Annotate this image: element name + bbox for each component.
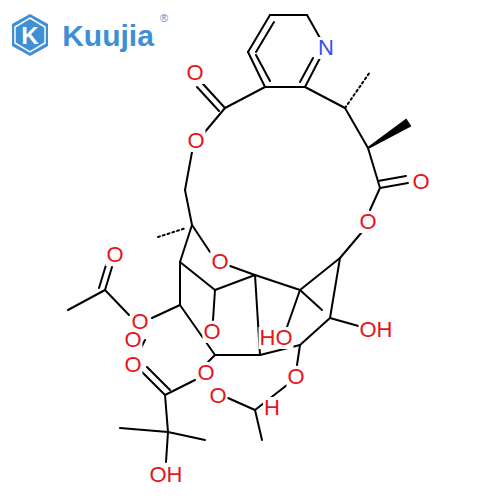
logo-ring: [15, 18, 45, 52]
atom-label: OH: [149, 464, 184, 486]
registered-mark: ®: [159, 13, 169, 24]
atom-label: O: [105, 244, 124, 266]
atom-label: O: [196, 362, 215, 384]
atom-label: O: [123, 329, 142, 351]
bonds: [68, 15, 410, 462]
atom-label: N: [317, 37, 335, 59]
atom-label: OH: [359, 319, 394, 341]
atom-label: O: [185, 62, 204, 84]
atom-label: O: [186, 130, 205, 152]
atom-label: HO: [259, 327, 294, 349]
atom-label: O: [210, 251, 229, 273]
watermark: Kuujia: [61, 21, 155, 51]
atom-label: O: [286, 366, 305, 388]
atom-label: O: [358, 211, 377, 233]
logo-letter: K: [20, 24, 39, 48]
atom-label: O: [411, 171, 430, 193]
atom-label: O: [208, 385, 227, 407]
atom-label: O: [123, 354, 142, 376]
logo-badge: [12, 14, 48, 56]
atom-label: H: [263, 397, 281, 419]
atom-label: O: [202, 321, 221, 343]
